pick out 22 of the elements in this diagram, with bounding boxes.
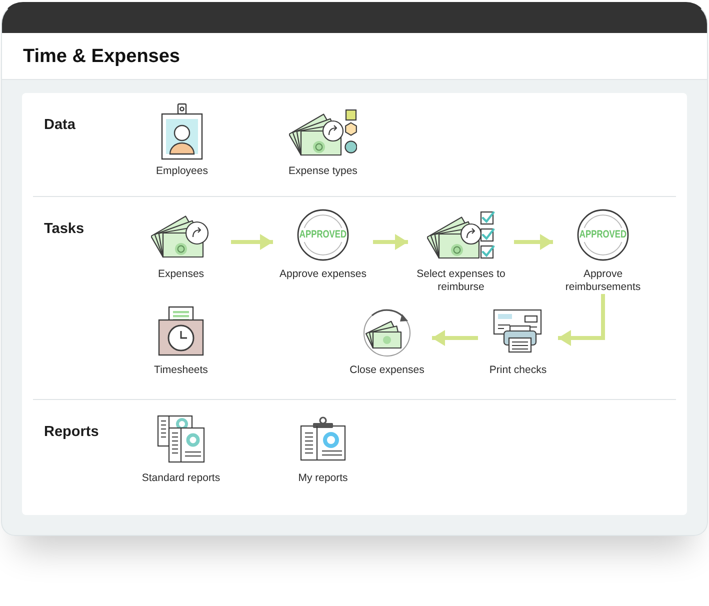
section-heading: Data — [44, 117, 76, 134]
item-label: Expense types — [288, 165, 358, 178]
section-heading: Reports — [44, 424, 99, 441]
item-label: My reports — [298, 472, 348, 485]
item-label: Expenses — [158, 268, 204, 281]
flow-arrow — [432, 330, 478, 346]
stamp-text: APPROVED — [579, 230, 627, 240]
section-heading: Tasks — [44, 221, 84, 238]
flow-arrow — [558, 294, 605, 346]
item-label: Approve reimbursements — [564, 268, 642, 294]
item-label: Print checks — [489, 364, 547, 377]
item-label: Timesheets — [154, 364, 208, 377]
flow-arrow — [373, 234, 408, 250]
flow-arrow — [231, 234, 273, 250]
stamp-text: APPROVED — [299, 230, 347, 240]
item-label: Close expenses — [350, 364, 424, 377]
page-title: Time & Expenses — [23, 44, 180, 68]
item-label: Select expenses to reimburse — [416, 268, 506, 294]
item-label: Standard reports — [142, 472, 220, 485]
flow-arrow — [514, 234, 553, 250]
item-label: Employees — [156, 165, 208, 178]
item-label: Approve expenses — [280, 268, 366, 281]
